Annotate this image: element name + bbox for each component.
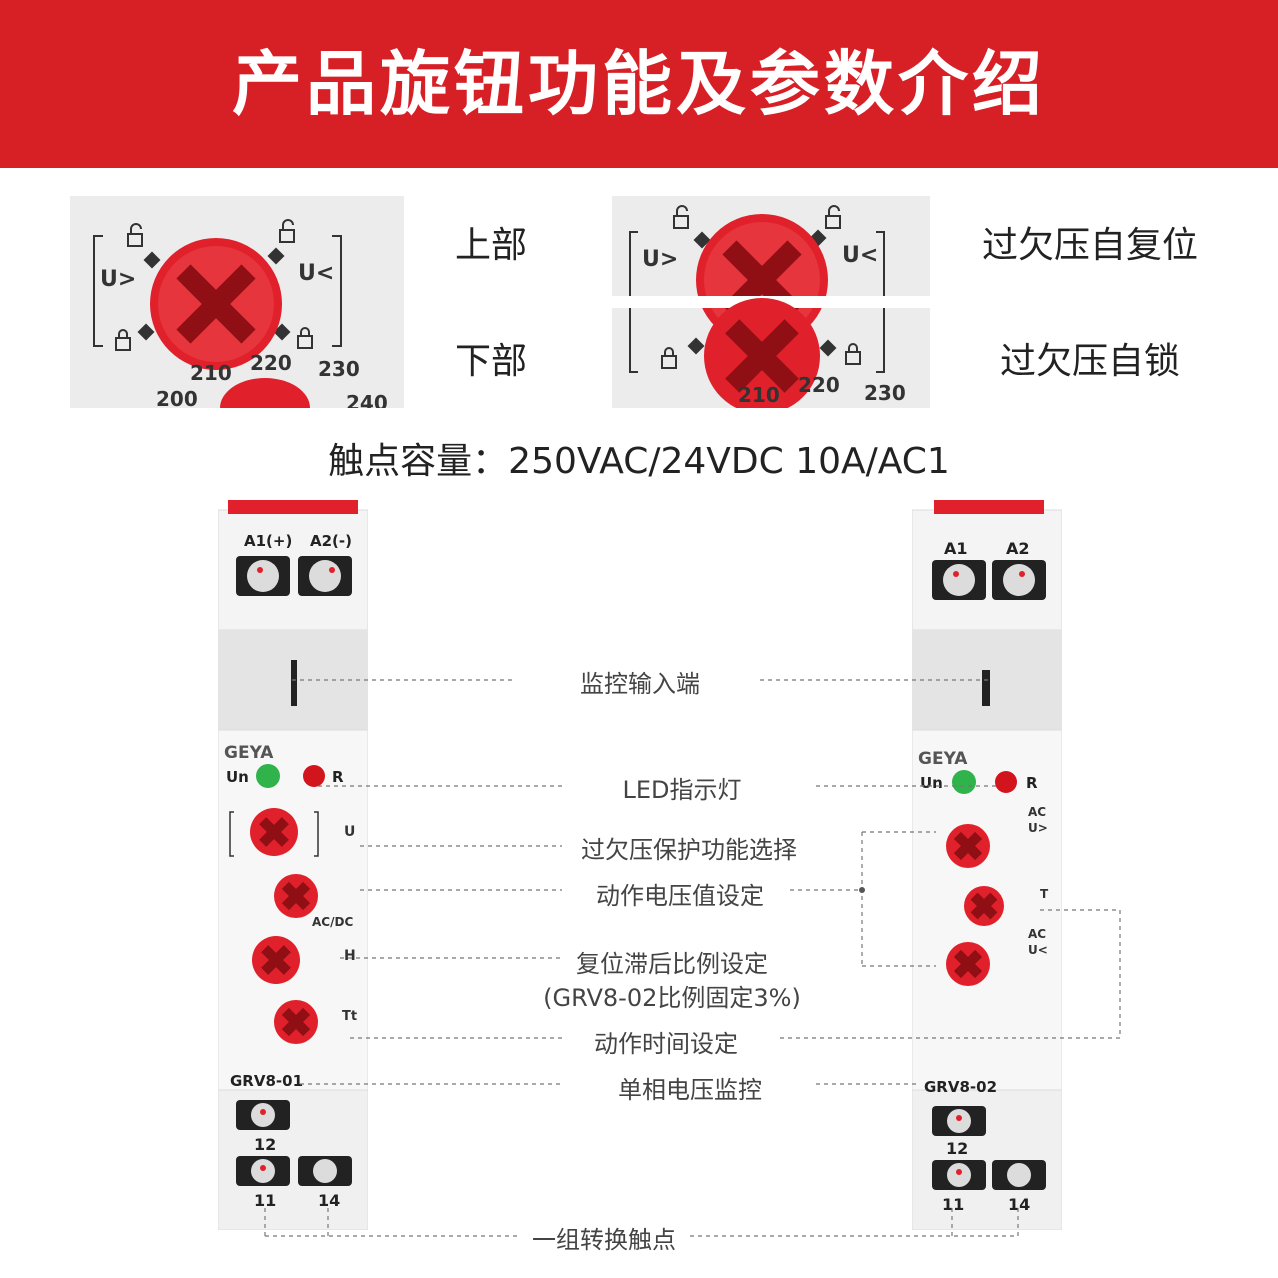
terminal-11-label: 11 [942, 1195, 964, 1214]
terminal-14-label: 14 [318, 1191, 340, 1210]
callout-changeover: 一组转换触点 [532, 1226, 676, 1254]
scale-label: 220 [798, 373, 840, 397]
u-label: U [344, 824, 355, 840]
scale-label: 230 [318, 357, 360, 381]
u-under-label: U< [842, 243, 878, 268]
un-label: Un [226, 768, 249, 786]
led-green-icon [952, 770, 976, 794]
callout-voltage-set: 动作电压值设定 [596, 882, 764, 910]
label-upper: 上部 [455, 225, 528, 266]
callout-function-select: 过欠压保护功能选择 [581, 836, 797, 864]
callout-hysteresis-note: (GRV8-02比例固定3%) [543, 984, 801, 1012]
label-self-lock: 过欠压自锁 [1000, 341, 1181, 382]
u-over-label: U> [100, 267, 136, 292]
unlock-icon [825, 205, 841, 229]
callout-single-phase: 单相电压监控 [618, 1076, 762, 1104]
label-lower: 下部 [455, 341, 528, 382]
scale-label: 200 [156, 387, 198, 408]
callout-time-set: 动作时间设定 [594, 1030, 738, 1058]
knob-photo-upper-detail: U> U< 200 210 220 230 240 [70, 196, 404, 408]
tt-label: Tt [342, 1009, 357, 1024]
device-grv8-02: A1 A2 GEYA Un R AC U> T AC U< GRV8-02 12… [911, 500, 1063, 1231]
callout-led: LED指示灯 [622, 776, 742, 804]
u-under-label: U< [298, 261, 334, 286]
terminal-a1-label: A1 [944, 539, 968, 558]
model-label: GRV8-01 [230, 1072, 303, 1090]
u-over-label: U> [642, 247, 678, 272]
led-red-icon [303, 765, 325, 787]
terminal-11-label: 11 [254, 1191, 276, 1210]
r-label: R [1026, 774, 1038, 792]
knob-photo-mode-comparison: U> U< 210 220 230 [612, 196, 930, 408]
terminal-12-label: 12 [946, 1139, 968, 1158]
lock-icon [661, 347, 677, 369]
title-banner [0, 0, 1278, 168]
scale-label: 240 [346, 391, 388, 408]
led-red-icon [995, 771, 1017, 793]
terminal-a2-label: A2 [1006, 539, 1030, 558]
brand-logo: GEYA [918, 749, 968, 769]
ac-label: AC [1028, 805, 1046, 819]
callout-hysteresis: 复位滞后比例设定 [576, 950, 768, 978]
device-grv8-01: A1(+) A2(-) GEYA Un R U AC/DC H Tt GRV8-… [217, 500, 369, 1231]
unlock-icon [673, 205, 689, 229]
model-label: GRV8-02 [924, 1078, 997, 1096]
u-over-label: U> [1028, 821, 1048, 835]
scale-label: 230 [864, 381, 906, 405]
terminal-14-label: 14 [1008, 1195, 1030, 1214]
lock-icon [297, 327, 313, 349]
brand-logo: GEYA [224, 743, 274, 763]
scale-label: 210 [190, 361, 232, 385]
unlock-icon [279, 219, 295, 243]
t-label: T [1040, 887, 1049, 901]
un-label: Un [920, 774, 943, 792]
contact-capacity-spec: 触点容量：250VAC/24VDC 10A/AC1 [328, 441, 950, 482]
r-label: R [332, 768, 344, 786]
cross-slot-icon [176, 264, 256, 344]
terminal-12-label: 12 [254, 1135, 276, 1154]
lock-icon [115, 329, 131, 351]
led-green-icon [256, 764, 280, 788]
terminal-a1-label: A1(+) [244, 532, 292, 550]
terminal-a2-label: A2(-) [310, 532, 352, 550]
lock-icon [845, 343, 861, 365]
h-label: H [344, 948, 356, 964]
scale-label: 220 [250, 351, 292, 375]
unlock-icon [127, 223, 143, 247]
page-title: 产品旋钮功能及参数介绍 [232, 43, 1046, 125]
u-under-label: U< [1028, 943, 1048, 957]
callout-monitor-input: 监控输入端 [580, 670, 700, 698]
scale-label: 210 [738, 383, 780, 407]
label-auto-reset: 过欠压自复位 [982, 225, 1199, 266]
ac-label: AC [1028, 927, 1046, 941]
acdc-label: AC/DC [312, 915, 353, 929]
